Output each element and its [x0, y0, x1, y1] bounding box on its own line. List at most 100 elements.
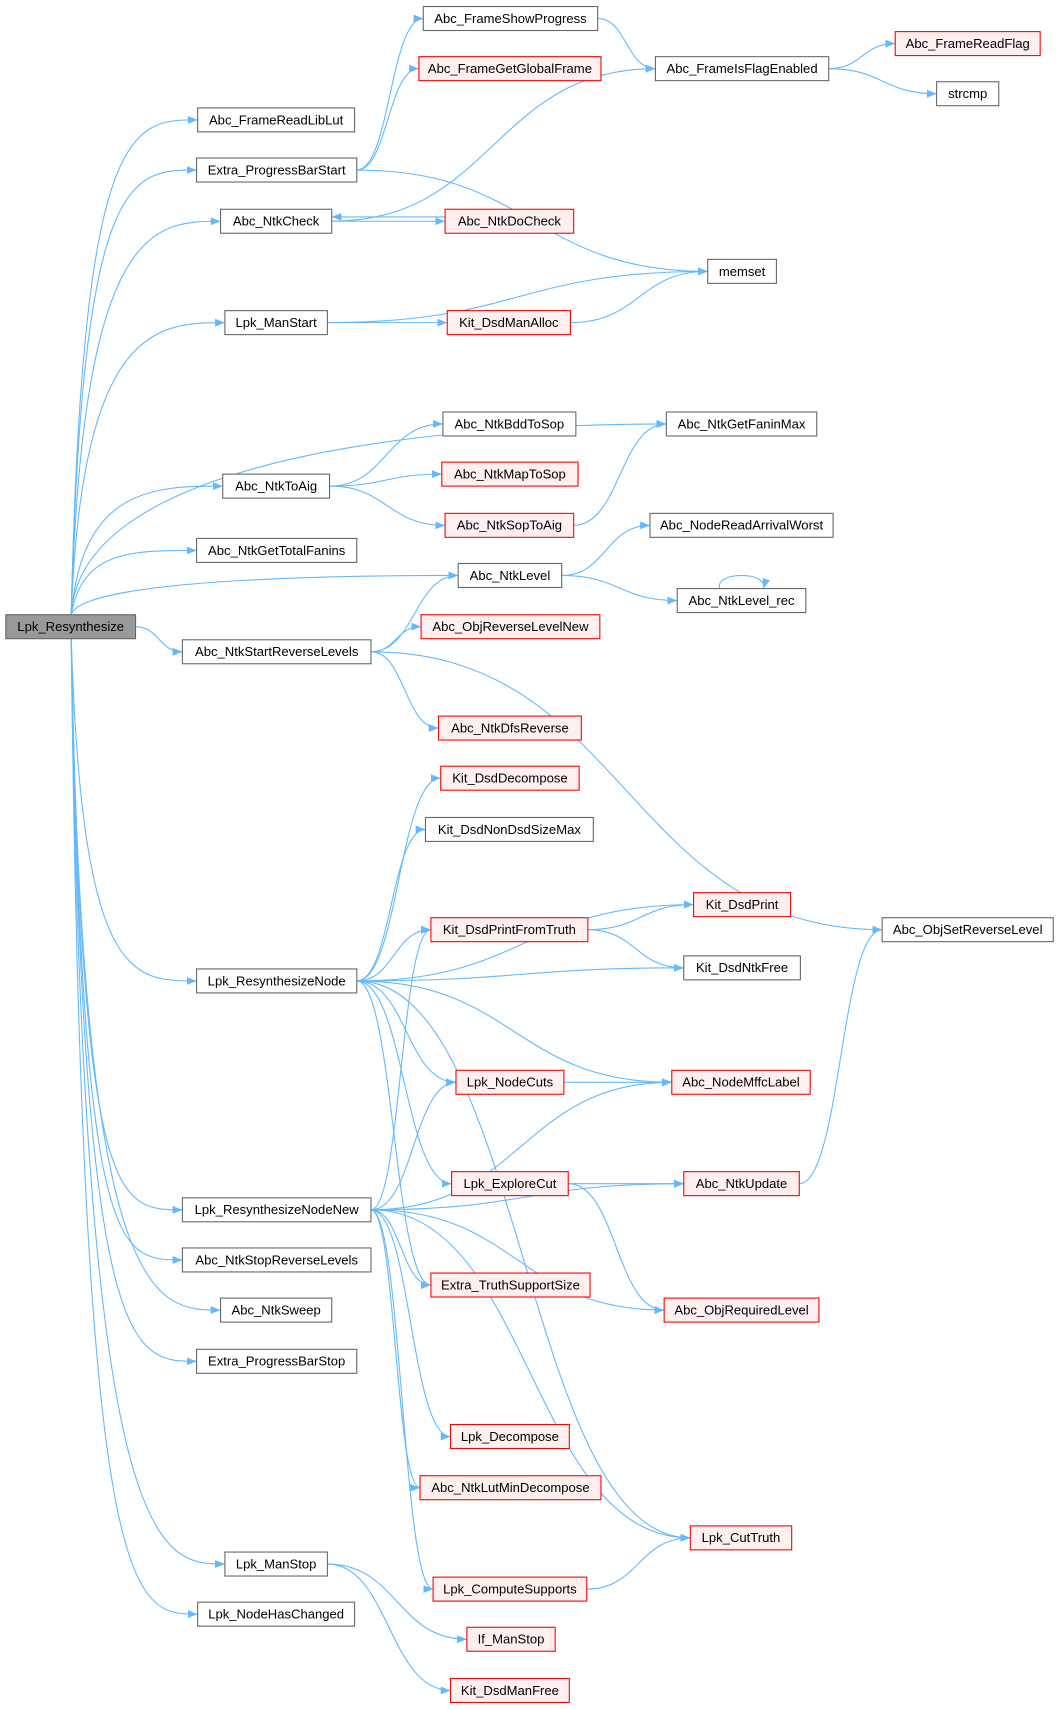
node-label: Abc_NtkDfsReverse	[451, 720, 569, 735]
node-box	[440, 765, 580, 791]
edge-lpk-resynthesize-to-abc-ntk-sweep	[70, 638, 221, 1315]
node-lpk-resynthesize-node-new[interactable]: Lpk_ResynthesizeNodeNew	[181, 1197, 372, 1223]
node-label: Abc_NodeMffcLabel	[682, 1075, 799, 1090]
node-abc-ntk-start-reverse-levels[interactable]: Abc_NtkStartReverseLevels	[181, 639, 372, 665]
node-kit-dsd-non-dsd-size-max[interactable]: Kit_DsdNonDsdSizeMax	[424, 816, 594, 842]
node-label: If_ManStop	[478, 1632, 545, 1647]
node-lpk-cut-truth[interactable]: Lpk_CutTruth	[689, 1525, 793, 1551]
edge-kit-dsd-man-alloc-to-memset	[570, 267, 708, 324]
node-abc-ntk-bdd-to-sop[interactable]: Abc_NtkBddToSop	[442, 411, 577, 437]
node-abc-ntk-level-rec[interactable]: Abc_NtkLevel_rec	[676, 588, 807, 614]
node-label: Abc_NtkGetTotalFanins	[208, 543, 346, 558]
node-label: Extra_TruthSupportSize	[441, 1277, 580, 1292]
node-kit-dsd-man-free[interactable]: Kit_DsdManFree	[449, 1677, 570, 1704]
node-box	[654, 56, 830, 82]
node-abc-ntk-lut-min-decompose[interactable]: Abc_NtkLutMinDecompose	[419, 1475, 602, 1501]
node-abc-obj-reverse-level-new[interactable]: Abc_ObjReverseLevelNew	[420, 614, 601, 640]
node-abc-ntk-stop-reverse-levels[interactable]: Abc_NtkStopReverseLevels	[181, 1247, 372, 1273]
edge-lpk-resynthesize-to-abc-ntk-check	[70, 217, 221, 615]
node-box	[663, 1297, 820, 1323]
edge-lpk-resynthesize-to-lpk-resynthesize-node	[70, 638, 197, 985]
node-label: Lpk_ResynthesizeNodeNew	[195, 1202, 360, 1217]
node-lpk-explore-cut[interactable]: Lpk_ExploreCut	[451, 1171, 569, 1197]
edge-lpk-resynthesize-to-abc-ntk-stop-reverse-levels	[70, 638, 183, 1264]
node-box	[442, 411, 577, 437]
node-box	[5, 614, 137, 640]
edge-abc-ntk-to-aig-to-abc-ntk-sop-to-aig	[329, 485, 446, 530]
node-abc-frame-is-flag-enabled[interactable]: Abc_FrameIsFlagEnabled	[654, 56, 830, 82]
node-label: Kit_DsdManAlloc	[459, 315, 559, 330]
node-lpk-resynthesize-node[interactable]: Lpk_ResynthesizeNode	[196, 968, 358, 994]
node-label: Abc_NtkStopReverseLevels	[195, 1252, 358, 1267]
node-abc-obj-required-level[interactable]: Abc_ObjRequiredLevel	[663, 1297, 820, 1323]
node-box	[224, 1551, 328, 1577]
node-abc-ntk-to-aig[interactable]: Abc_NtkToAig	[222, 473, 331, 499]
node-abc-ntk-map-to-sop[interactable]: Abc_NtkMapToSop	[441, 461, 579, 487]
node-extra-progress-bar-start[interactable]: Extra_ProgressBarStart	[196, 157, 358, 183]
node-kit-dsd-decompose[interactable]: Kit_DsdDecompose	[440, 765, 580, 791]
node-label: Lpk_NodeHasChanged	[208, 1607, 344, 1622]
edge-extra-progress-bar-start-to-abc-frame-get-global-frame	[356, 64, 419, 171]
edge-abc-ntk-start-reverse-levels-to-abc-obj-reverse-level-new	[370, 622, 422, 653]
node-lpk-compute-supports[interactable]: Lpk_ComputeSupports	[432, 1576, 588, 1602]
node-box	[181, 1247, 372, 1273]
node-lpk-node-cuts[interactable]: Lpk_NodeCuts	[455, 1069, 565, 1095]
node-box	[444, 208, 575, 234]
node-box	[222, 473, 331, 499]
node-kit-dsd-print-from-truth[interactable]: Kit_DsdPrintFromTruth	[430, 917, 589, 943]
node-abc-ntk-get-total-fanins[interactable]: Abc_NtkGetTotalFanins	[196, 537, 358, 563]
node-box	[455, 1069, 565, 1095]
node-abc-ntk-level[interactable]: Abc_NtkLevel	[457, 562, 563, 589]
node-abc-node-mffc-label[interactable]: Abc_NodeMffcLabel	[671, 1069, 811, 1095]
node-label: strcmp	[948, 86, 987, 101]
node-label: Extra_ProgressBarStart	[208, 162, 346, 177]
node-abc-ntk-update[interactable]: Abc_NtkUpdate	[683, 1171, 800, 1197]
node-abc-frame-get-global-frame[interactable]: Abc_FrameGetGlobalFrame	[418, 56, 602, 82]
edge-abc-ntk-level-to-abc-ntk-level-rec	[561, 574, 678, 605]
node-kit-dsd-man-alloc[interactable]: Kit_DsdManAlloc	[446, 310, 571, 336]
node-box	[422, 5, 599, 32]
node-lpk-decompose[interactable]: Lpk_Decompose	[449, 1423, 570, 1450]
node-memset[interactable]: memset	[707, 258, 777, 284]
node-label: Lpk_ResynthesizeNode	[208, 973, 346, 988]
edge-lpk-resynthesize-node-to-kit-dsd-non-dsd-size-max	[356, 825, 426, 982]
node-box	[665, 411, 818, 437]
node-label: Abc_ObjRequiredLevel	[674, 1302, 808, 1317]
node-extra-progress-bar-stop[interactable]: Extra_ProgressBarStop	[196, 1348, 358, 1374]
node-box	[430, 1272, 591, 1298]
node-label: Abc_NtkDoCheck	[458, 214, 562, 229]
node-kit-dsd-ntk-free[interactable]: Kit_DsdNtkFree	[683, 955, 801, 981]
edge-lpk-resynthesize-node-new-to-lpk-decompose	[370, 1209, 451, 1441]
node-box	[181, 639, 372, 665]
node-lpk-man-start[interactable]: Lpk_ManStart	[224, 310, 328, 336]
node-abc-ntk-dfs-reverse[interactable]: Abc_NtkDfsReverse	[437, 715, 582, 741]
node-abc-ntk-sweep[interactable]: Abc_NtkSweep	[220, 1297, 333, 1323]
edge-lpk-resynthesize-node-new-to-abc-obj-required-level	[370, 1209, 665, 1315]
node-label: Abc_NtkLevel	[470, 568, 551, 583]
edge-lpk-resynthesize-to-extra-progress-bar-stop	[70, 638, 197, 1366]
node-box	[466, 1626, 556, 1652]
node-abc-frame-read-lib-lut[interactable]: Abc_FrameReadLibLut	[197, 107, 356, 133]
node-abc-ntk-check[interactable]: Abc_NtkCheck	[220, 208, 333, 234]
node-extra-truth-support-size[interactable]: Extra_TruthSupportSize	[430, 1272, 591, 1298]
node-kit-dsd-print[interactable]: Kit_DsdPrint	[693, 892, 792, 918]
node-abc-frame-show-progress[interactable]: Abc_FrameShowProgress	[422, 5, 599, 32]
node-if-man-stop[interactable]: If_ManStop	[466, 1626, 556, 1652]
node-box	[196, 968, 358, 994]
edge-lpk-resynthesize-node-new-to-extra-truth-support-size	[370, 1209, 431, 1289]
node-abc-obj-set-reverse-level[interactable]: Abc_ObjSetReverseLevel	[881, 917, 1054, 943]
node-abc-frame-read-flag[interactable]: Abc_FrameReadFlag	[894, 31, 1041, 57]
node-lpk-node-has-changed[interactable]: Lpk_NodeHasChanged	[197, 1601, 356, 1627]
node-label: Lpk_Resynthesize	[17, 619, 124, 634]
edge-lpk-resynthesize-node-to-lpk-explore-cut	[356, 980, 452, 1188]
node-abc-node-read-arrival-worst[interactable]: Abc_NodeReadArrivalWorst	[649, 512, 834, 538]
node-lpk-man-stop[interactable]: Lpk_ManStop	[224, 1551, 328, 1577]
node-abc-ntk-get-fanin-max[interactable]: Abc_NtkGetFaninMax	[665, 411, 818, 437]
node-box	[936, 81, 1000, 107]
edge-lpk-resynthesize-to-abc-ntk-get-total-fanins	[70, 546, 197, 615]
node-abc-ntk-sop-to-aig[interactable]: Abc_NtkSopToAig	[444, 512, 575, 538]
node-abc-ntk-do-check[interactable]: Abc_NtkDoCheck	[444, 208, 575, 234]
node-box	[419, 1475, 602, 1501]
node-strcmp[interactable]: strcmp	[936, 81, 1000, 107]
edge-lpk-resynthesize-node-to-kit-dsd-print-from-truth	[356, 925, 431, 982]
